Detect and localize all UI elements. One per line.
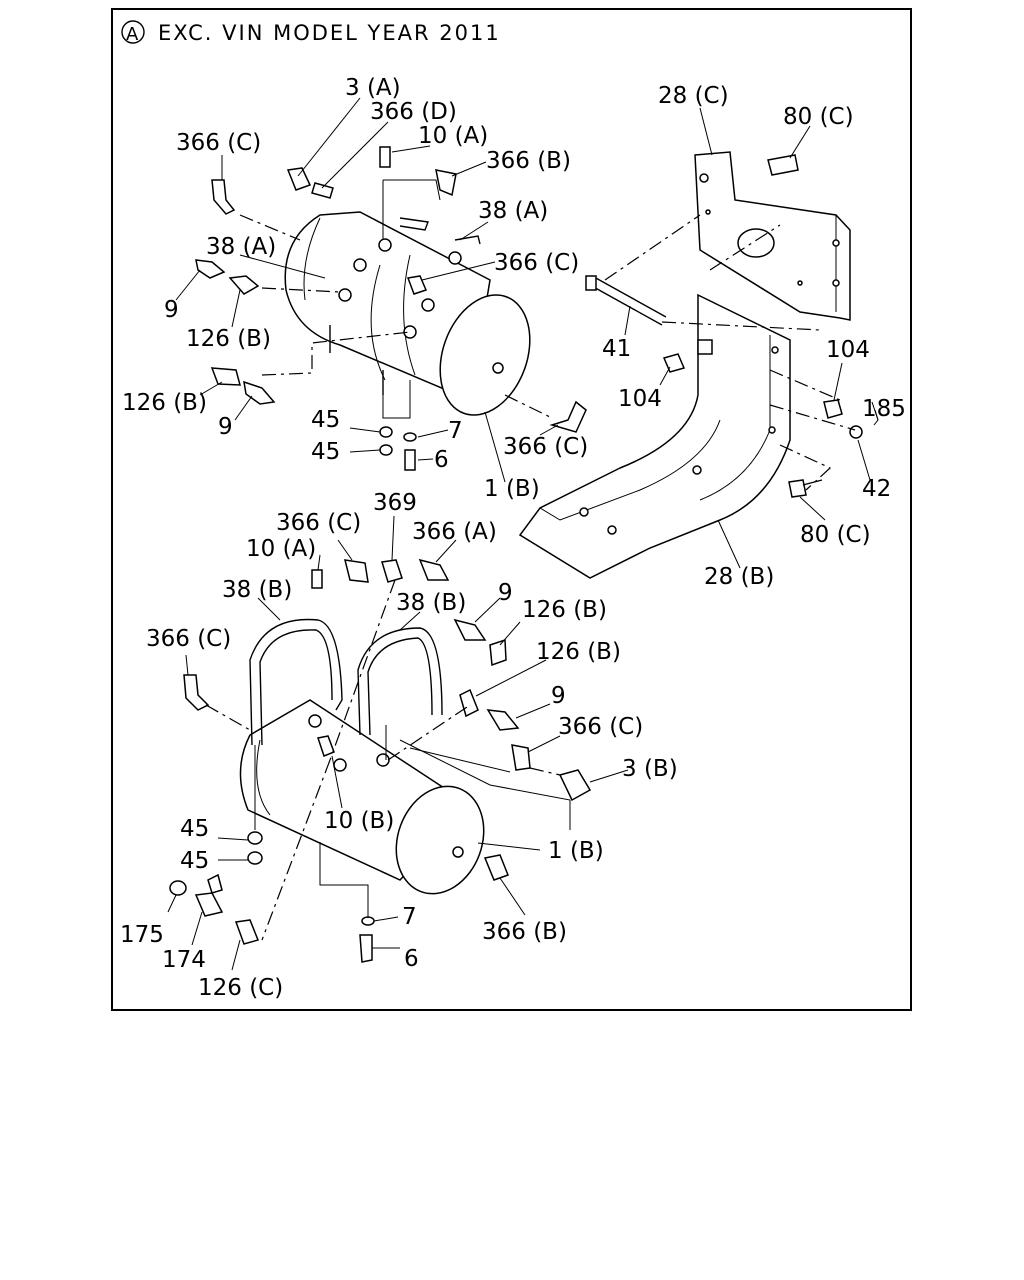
upper-fittings — [195, 146, 587, 471]
callout-42: 42 — [862, 476, 891, 502]
callout-45-a: 45 — [311, 407, 340, 433]
callout-104-left: 104 — [618, 386, 662, 412]
callout-38a-left: 38 (A) — [206, 234, 276, 260]
callout-9-top: 9 — [164, 297, 179, 323]
callout-366c-tl: 366 (C) — [176, 130, 261, 156]
callout-126b-b1: 126 (B) — [522, 597, 607, 623]
callout-28b: 28 (B) — [704, 564, 774, 590]
bracket-28c — [694, 151, 851, 321]
callout-38b-left: 38 (B) — [222, 577, 292, 603]
upper-leaders — [175, 97, 559, 483]
callout-366c-b2: 366 (C) — [558, 714, 643, 740]
callout-366c-bl: 366 (C) — [146, 626, 231, 652]
header-circle-letter: A — [126, 24, 139, 45]
callout-10a-bottom: 10 (A) — [246, 536, 316, 562]
callout-45-c: 45 — [180, 816, 209, 842]
callout-45-d: 45 — [180, 848, 209, 874]
bracket-leaders — [604, 107, 879, 569]
callout-174: 174 — [162, 947, 206, 973]
callout-175: 175 — [120, 922, 164, 948]
callout-366c-mid: 366 (C) — [494, 250, 579, 276]
callout-41: 41 — [602, 336, 631, 362]
callout-9-b2: 9 — [551, 683, 566, 709]
callout-369: 369 — [373, 490, 417, 516]
callout-366c-end: 366 (C) — [503, 434, 588, 460]
header-circle — [121, 20, 145, 44]
header-title: EXC. VIN MODEL YEAR 2011 — [158, 21, 501, 45]
callout-366d: 366 (D) — [370, 99, 457, 125]
lower-tank — [239, 618, 485, 895]
callout-366b-top: 366 (B) — [486, 148, 571, 174]
callout-126b-top: 126 (B) — [186, 326, 271, 352]
callout-126b-left: 126 (B) — [122, 390, 207, 416]
callout-80c-bottom: 80 (C) — [800, 522, 871, 548]
callout-80c-top: 80 (C) — [783, 104, 854, 130]
callout-1b-bottom: 1 (B) — [548, 838, 604, 864]
callout-185: 185 — [862, 396, 906, 422]
callout-1b-top: 1 (B) — [484, 476, 540, 502]
callout-10a-top: 10 (A) — [418, 123, 488, 149]
callout-9-b1: 9 — [498, 580, 513, 606]
callout-45-b: 45 — [311, 439, 340, 465]
callout-7-bottom: 7 — [402, 904, 417, 930]
callout-6-bottom: 6 — [404, 946, 419, 972]
callout-126c: 126 (C) — [198, 975, 283, 1001]
bracket-28b — [518, 293, 791, 579]
callout-38b-right: 38 (B) — [396, 590, 466, 616]
lower-leaders — [167, 515, 629, 971]
callout-366c-b1: 366 (C) — [276, 510, 361, 536]
callout-366a: 366 (A) — [412, 519, 497, 545]
callout-38a-right: 38 (A) — [478, 198, 548, 224]
diagram-frame — [111, 8, 912, 1011]
callout-6-top: 6 — [434, 447, 449, 473]
callout-28c: 28 (C) — [658, 83, 729, 109]
upper-tank — [284, 211, 531, 416]
callout-10b: 10 (B) — [324, 808, 394, 834]
callout-9-left: 9 — [218, 414, 233, 440]
callout-7-top: 7 — [448, 418, 463, 444]
callout-104-right: 104 — [826, 337, 870, 363]
callout-3a: 3 (A) — [345, 75, 401, 101]
callout-366b-bottom: 366 (B) — [482, 919, 567, 945]
callout-126b-b2: 126 (B) — [536, 639, 621, 665]
callout-labels: 3 (A) 366 (D) 10 (A) 366 (B) 366 (C) 38 … — [120, 75, 906, 1001]
callout-3b: 3 (B) — [622, 756, 678, 782]
